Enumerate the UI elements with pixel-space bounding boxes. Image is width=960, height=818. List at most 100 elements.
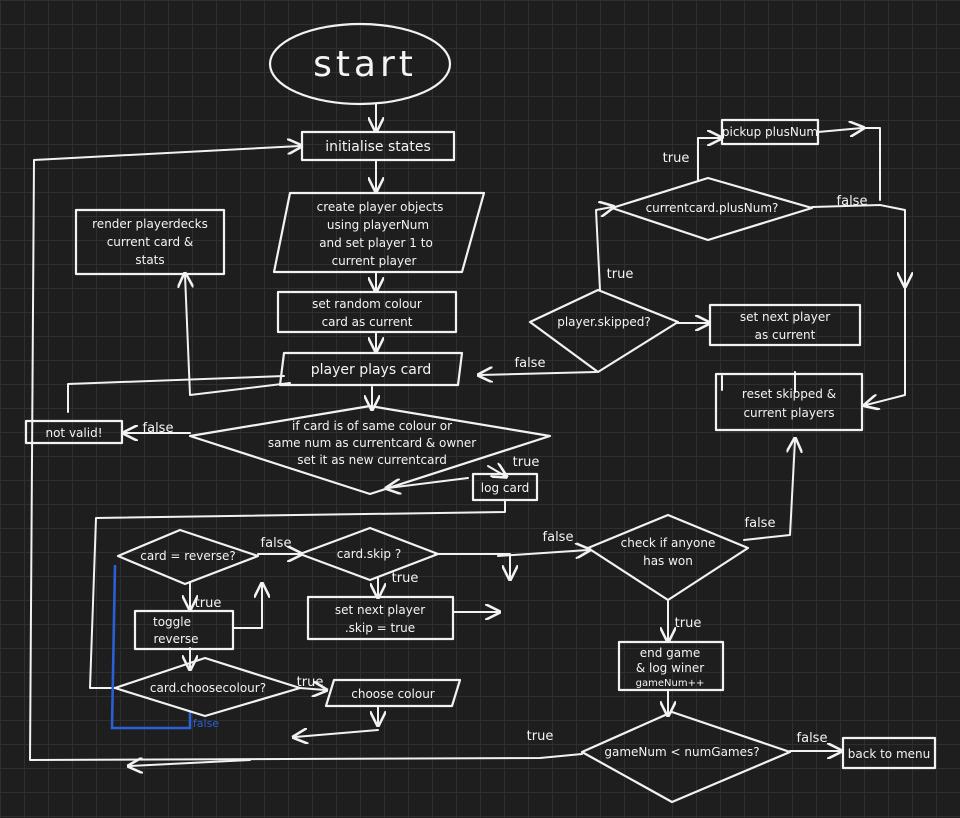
- plays-label: player plays card: [311, 362, 432, 378]
- end-label-0: end game: [640, 646, 700, 660]
- edge-skip-false: [434, 553, 510, 578]
- edge-label-won-false-left: false: [543, 530, 574, 545]
- choose-label: choose colour: [351, 687, 435, 701]
- decision-reverse-diamond: [116, 528, 260, 586]
- render-label-2: stats: [135, 253, 164, 267]
- reset-label-1: current players: [743, 406, 834, 420]
- edge-label-plus-true: true: [663, 151, 690, 166]
- edge-label-valid-true: true: [513, 455, 540, 470]
- edge-label-skip-true: true: [392, 571, 419, 586]
- edge-plus-false: [811, 204, 905, 285]
- reset-process: [714, 372, 864, 432]
- pickup-label: pickup plusNum: [722, 125, 818, 139]
- render-label-0: render playerdecks: [92, 217, 208, 231]
- decision-skip-diamond: [298, 526, 440, 582]
- edge-label-reverse-false: false: [261, 536, 292, 551]
- next-label-0: set next player: [740, 310, 830, 324]
- log-label: log card: [481, 481, 529, 495]
- edge-choose-false-blue: [110, 564, 192, 730]
- render-process: [74, 208, 226, 276]
- edge-label-games-false: false: [797, 731, 828, 746]
- edge-toggle-loop: [232, 585, 262, 629]
- create-label-1: using playerNum: [327, 218, 429, 232]
- init-process: [300, 130, 456, 162]
- edge-pickup-right: [817, 128, 862, 132]
- edge-valid-down: [89, 499, 506, 689]
- random-label-0: set random colour: [312, 297, 422, 311]
- start-label: start: [313, 44, 417, 85]
- decision-won-label-1: has won: [643, 554, 693, 568]
- decision-games-label: gameNum < numGames?: [604, 745, 759, 759]
- toggle-label-1: reverse: [153, 632, 198, 646]
- decision-plus-label: currentcard.plusNum?: [646, 201, 779, 215]
- notvalid-label: not valid!: [45, 426, 102, 440]
- decision-won-label-0: check if anyone: [621, 536, 716, 550]
- decision-plus-diamond: [610, 176, 814, 242]
- edge-log-return: [388, 477, 469, 488]
- end-label-1: & log winer: [636, 661, 704, 675]
- edge-won-false: [743, 440, 795, 541]
- edge-plus-true: [697, 138, 720, 181]
- set-skip-label-1: .skip = true: [345, 621, 415, 635]
- edge-games-true-arrow: [130, 760, 251, 766]
- decision-skip-label: card.skip ?: [337, 547, 401, 561]
- edge-label-reverse-true: true: [195, 596, 222, 611]
- random-process: [276, 290, 458, 334]
- decision-won-diamond: [586, 513, 750, 602]
- edge-label-choose-false: false: [193, 717, 219, 730]
- toggle-process: [133, 609, 235, 651]
- edge-choose-true: [299, 688, 325, 690]
- back-label: back to menu: [848, 747, 930, 761]
- plays-io: [278, 351, 464, 387]
- decision-valid-diamond: [188, 404, 552, 496]
- edge-plays-notvalid-return: [67, 375, 285, 413]
- log-process: [471, 472, 539, 502]
- edge-label-won-false: false: [745, 516, 776, 531]
- decision-skipped-diamond: [528, 288, 680, 374]
- edge-chooseclr-return: [295, 730, 379, 737]
- edge-merge-won: [497, 550, 588, 556]
- end-process: [617, 640, 725, 692]
- choose-io: [324, 678, 462, 708]
- decision-valid-label-0: if card is of same colour or: [292, 419, 452, 433]
- edge-label-won-true: true: [675, 616, 702, 631]
- edge-label-plus-false: false: [837, 194, 868, 209]
- decision-skipped-label: player.skipped?: [557, 315, 651, 329]
- edge-label-skipped-false: false: [515, 356, 546, 371]
- next-process: [708, 303, 862, 347]
- decision-reverse-label: card = reverse?: [140, 549, 235, 563]
- edge-label-skipped-true: true: [607, 267, 634, 282]
- create-label-3: current player: [332, 254, 417, 268]
- edge-skipped-false: [480, 372, 597, 375]
- render-label-1: current card &: [107, 235, 194, 249]
- init-label: initialise states: [325, 139, 431, 155]
- end-label-2: gameNum++: [636, 678, 705, 689]
- decision-valid-label-1: same num as currentcard & owner: [268, 436, 476, 450]
- decision-games-diamond: [580, 710, 792, 804]
- edge-games-true-loop: [29, 146, 583, 761]
- toggle-label-0: toggle: [153, 615, 191, 629]
- reset-label-0: reset skipped &: [742, 387, 836, 401]
- decision-choose-label: card.choosecolour?: [150, 681, 266, 695]
- notvalid-process: [24, 419, 124, 445]
- create-label-2: and set player 1 to: [319, 236, 433, 250]
- edge-plays-render: [185, 275, 291, 396]
- edge-label-choose-true: true: [297, 675, 324, 690]
- back-process: [841, 736, 937, 770]
- set-skip-label-0: set next player: [335, 603, 425, 617]
- decision-choose-diamond: [113, 656, 302, 718]
- create-label-0: create player objects: [317, 200, 444, 214]
- next-label-1: as current: [755, 328, 816, 342]
- set-skip-process: [306, 595, 455, 641]
- edge-label-valid-false: false: [143, 421, 174, 436]
- edge-skipped-true: [595, 207, 612, 291]
- decision-valid-label-2: set it as new currentcard: [297, 453, 447, 467]
- edge-pickup-down: [861, 127, 881, 201]
- start-terminal: [268, 22, 452, 106]
- edge-right-reset: [866, 284, 906, 405]
- pickup-process: [720, 118, 820, 146]
- edge-label-games-true: true: [527, 729, 554, 744]
- random-label-1: card as current: [322, 315, 413, 329]
- create-io: [272, 191, 486, 274]
